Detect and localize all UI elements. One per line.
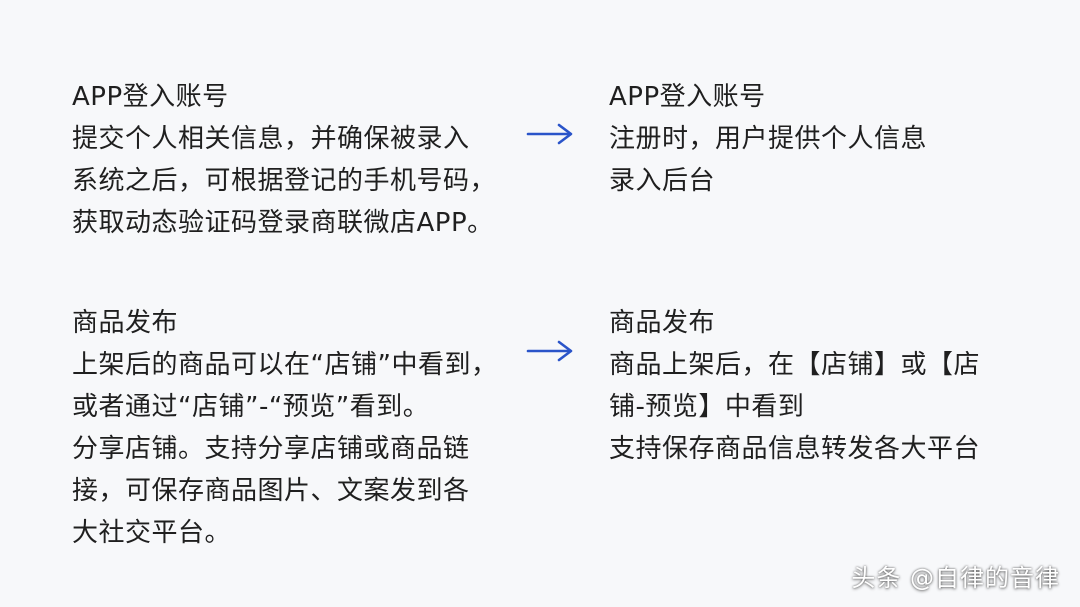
goods-left-line: 接，可保存商品图片、文案发到各 — [72, 476, 470, 506]
login-right-line: 注册时，用户提供个人信息 — [609, 124, 928, 154]
login-left-title: APP登入账号 — [72, 82, 229, 112]
goods-left-line: 分享店铺。支持分享店铺或商品链 — [72, 434, 470, 464]
login-description-right: APP登入账号 注册时，用户提供个人信息 录入后台 — [609, 76, 927, 202]
login-right-title: APP登入账号 — [609, 82, 766, 112]
goods-description-left: 商品发布 上架后的商品可以在“店铺”中看到， 或者通过“店铺”-“预览”看到。 … — [72, 302, 497, 554]
goods-left-title: 商品发布 — [72, 308, 179, 338]
right-arrow-icon — [526, 340, 573, 362]
goods-left-line: 上架后的商品可以在“店铺”中看到， — [72, 350, 498, 380]
goods-right-line: 支持保存商品信息转发各大平台 — [609, 434, 981, 464]
login-left-line: 获取动态验证码登录商联微店APP。 — [72, 208, 494, 238]
right-arrow-icon — [526, 123, 573, 145]
login-left-line: 系统之后，可根据登记的手机号码， — [72, 166, 497, 196]
login-description-left: APP登入账号 提交个人相关信息，并确保被录入 系统之后，可根据登记的手机号码，… — [72, 76, 496, 244]
goods-right-line: 铺-预览】中看到 — [609, 392, 805, 422]
login-left-line: 提交个人相关信息，并确保被录入 — [72, 124, 470, 154]
watermark: 头条 @自律的音律 — [851, 564, 1060, 592]
goods-right-title: 商品发布 — [609, 308, 716, 338]
goods-left-line: 或者通过“店铺”-“预览”看到。 — [72, 392, 430, 422]
goods-right-line: 商品上架后，在【店铺】或【店 — [609, 350, 981, 380]
login-right-line: 录入后台 — [609, 166, 716, 196]
goods-left-line: 大社交平台。 — [72, 518, 232, 548]
goods-description-right: 商品发布 商品上架后，在【店铺】或【店 铺-预览】中看到 支持保存商品信息转发各… — [609, 302, 980, 470]
